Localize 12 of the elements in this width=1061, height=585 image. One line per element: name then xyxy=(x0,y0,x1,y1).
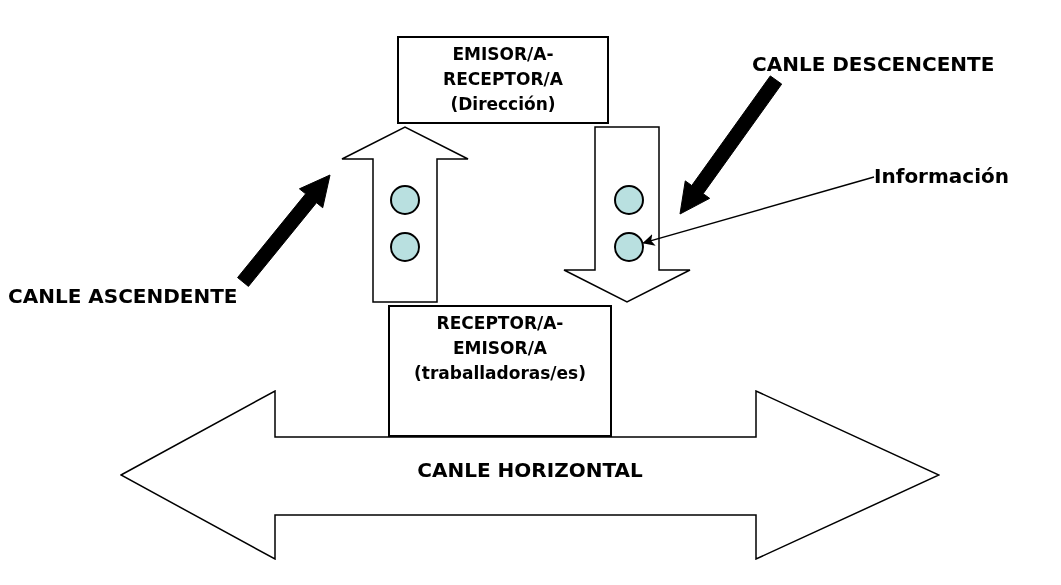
block-arrow xyxy=(563,126,691,303)
double-arrow-shape xyxy=(120,390,940,560)
block-arrow xyxy=(341,126,469,303)
text-box: RECEPTOR/A- EMISOR/A (traballadoras/es) xyxy=(388,305,612,437)
text-box: EMISOR/A- RECEPTOR/A (Dirección) xyxy=(397,36,609,124)
arrow xyxy=(237,174,331,287)
label-text: Información xyxy=(874,162,1058,192)
label-text: CANLE ASCENDENTE xyxy=(8,282,308,312)
label-text: CANLE DESCENCENTE xyxy=(752,50,1058,80)
arrow xyxy=(679,75,783,215)
arrow-label: CANLE HORIZONTAL xyxy=(416,457,644,484)
leader-line xyxy=(642,176,875,246)
